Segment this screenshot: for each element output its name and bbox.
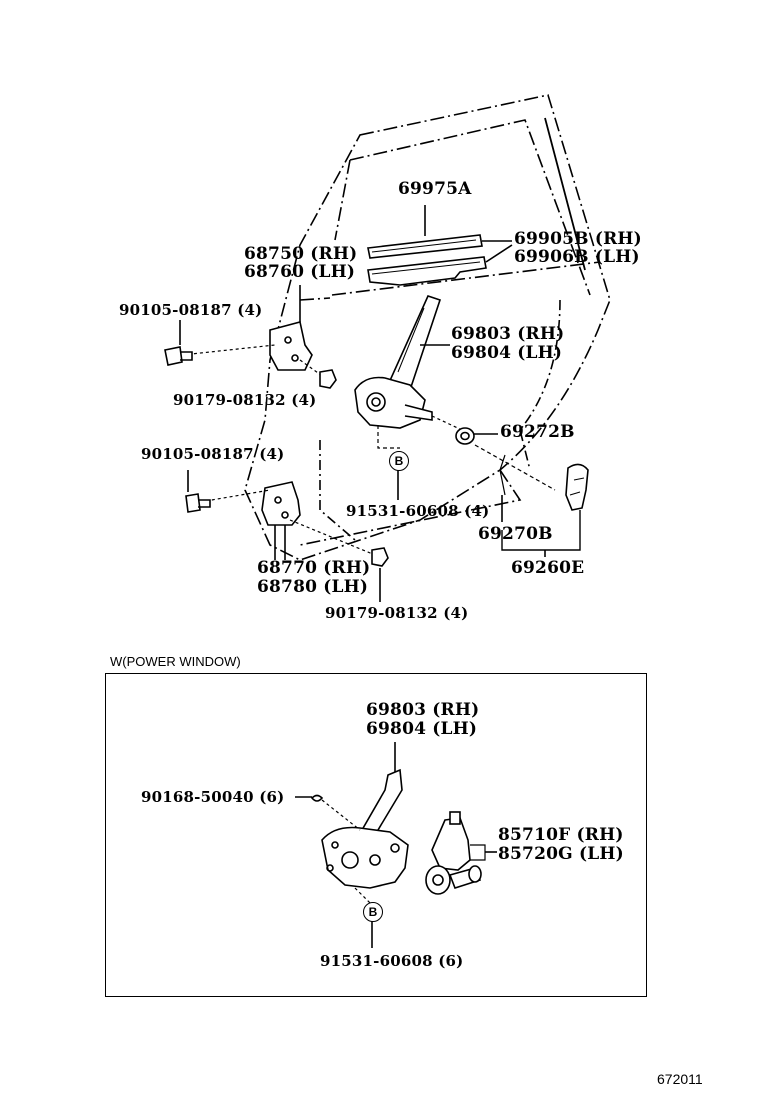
glass-channel-strips xyxy=(367,234,487,286)
label-weatherstrip-rh: 69905B (RH) xyxy=(514,229,642,249)
label-pw-screw: 90168-50040 (6) xyxy=(141,788,285,806)
label-upper-nut: 90179-08132 (4) xyxy=(173,391,317,409)
power-window-section-title: W(POWER WINDOW) xyxy=(110,654,241,669)
door-outline xyxy=(244,94,611,561)
lower-bolt xyxy=(185,493,211,513)
regulator-power xyxy=(321,768,409,889)
power-window-box xyxy=(105,673,647,997)
seat-washer xyxy=(455,427,475,445)
door-lower-line xyxy=(299,469,522,546)
door-window-frame xyxy=(334,119,591,296)
label-handle-assy: 69260E xyxy=(511,558,585,578)
label-regulator-rh: 69803 (RH) xyxy=(451,324,565,344)
marker-b-power: B xyxy=(363,902,383,922)
label-glass-channel: 69975A xyxy=(398,179,472,199)
label-lower-bolt: 90105-08187 (4) xyxy=(141,445,285,463)
upper-hinge xyxy=(269,321,313,371)
lower-hinge xyxy=(261,481,301,526)
label-pw-motor-lh: 85720G (LH) xyxy=(498,844,624,864)
lower-nut xyxy=(371,547,389,567)
upper-bolt xyxy=(164,346,193,366)
door-window-frame-inner xyxy=(544,117,586,271)
upper-nut xyxy=(319,369,337,389)
label-lower-hinge-lh: 68780 (LH) xyxy=(257,577,369,597)
label-pw-regulator-rh: 69803 (RH) xyxy=(366,700,480,720)
label-lower-nut: 90179-08132 (4) xyxy=(325,604,469,622)
label-upper-bolt: 90105-08187 (4) xyxy=(119,301,263,319)
marker-b: B xyxy=(389,451,409,471)
label-weatherstrip-lh: 69906B (LH) xyxy=(514,247,640,267)
label-upper-hinge-rh: 68750 (RH) xyxy=(244,244,358,264)
door-sash xyxy=(299,261,601,301)
window-handle xyxy=(565,463,589,511)
figure-code: 672011 xyxy=(657,1071,703,1087)
power-window-motor xyxy=(425,811,482,895)
label-upper-hinge-lh: 68760 (LH) xyxy=(244,262,356,282)
label-regulator-bolt: 91531-60608 (4) xyxy=(346,502,490,520)
label-handle-sub: 69270B xyxy=(478,524,553,544)
regulator-manual xyxy=(354,295,442,429)
door-inner-edge xyxy=(319,440,356,541)
label-regulator-lh: 69804 (LH) xyxy=(451,343,563,363)
label-seat-washer: 69272B xyxy=(500,422,575,442)
label-pw-regulator-lh: 69804 (LH) xyxy=(366,719,478,739)
label-pw-bolt: 91531-60608 (6) xyxy=(320,952,464,970)
label-lower-hinge-rh: 68770 (RH) xyxy=(257,558,371,578)
label-pw-motor-rh: 85710F (RH) xyxy=(498,825,624,845)
